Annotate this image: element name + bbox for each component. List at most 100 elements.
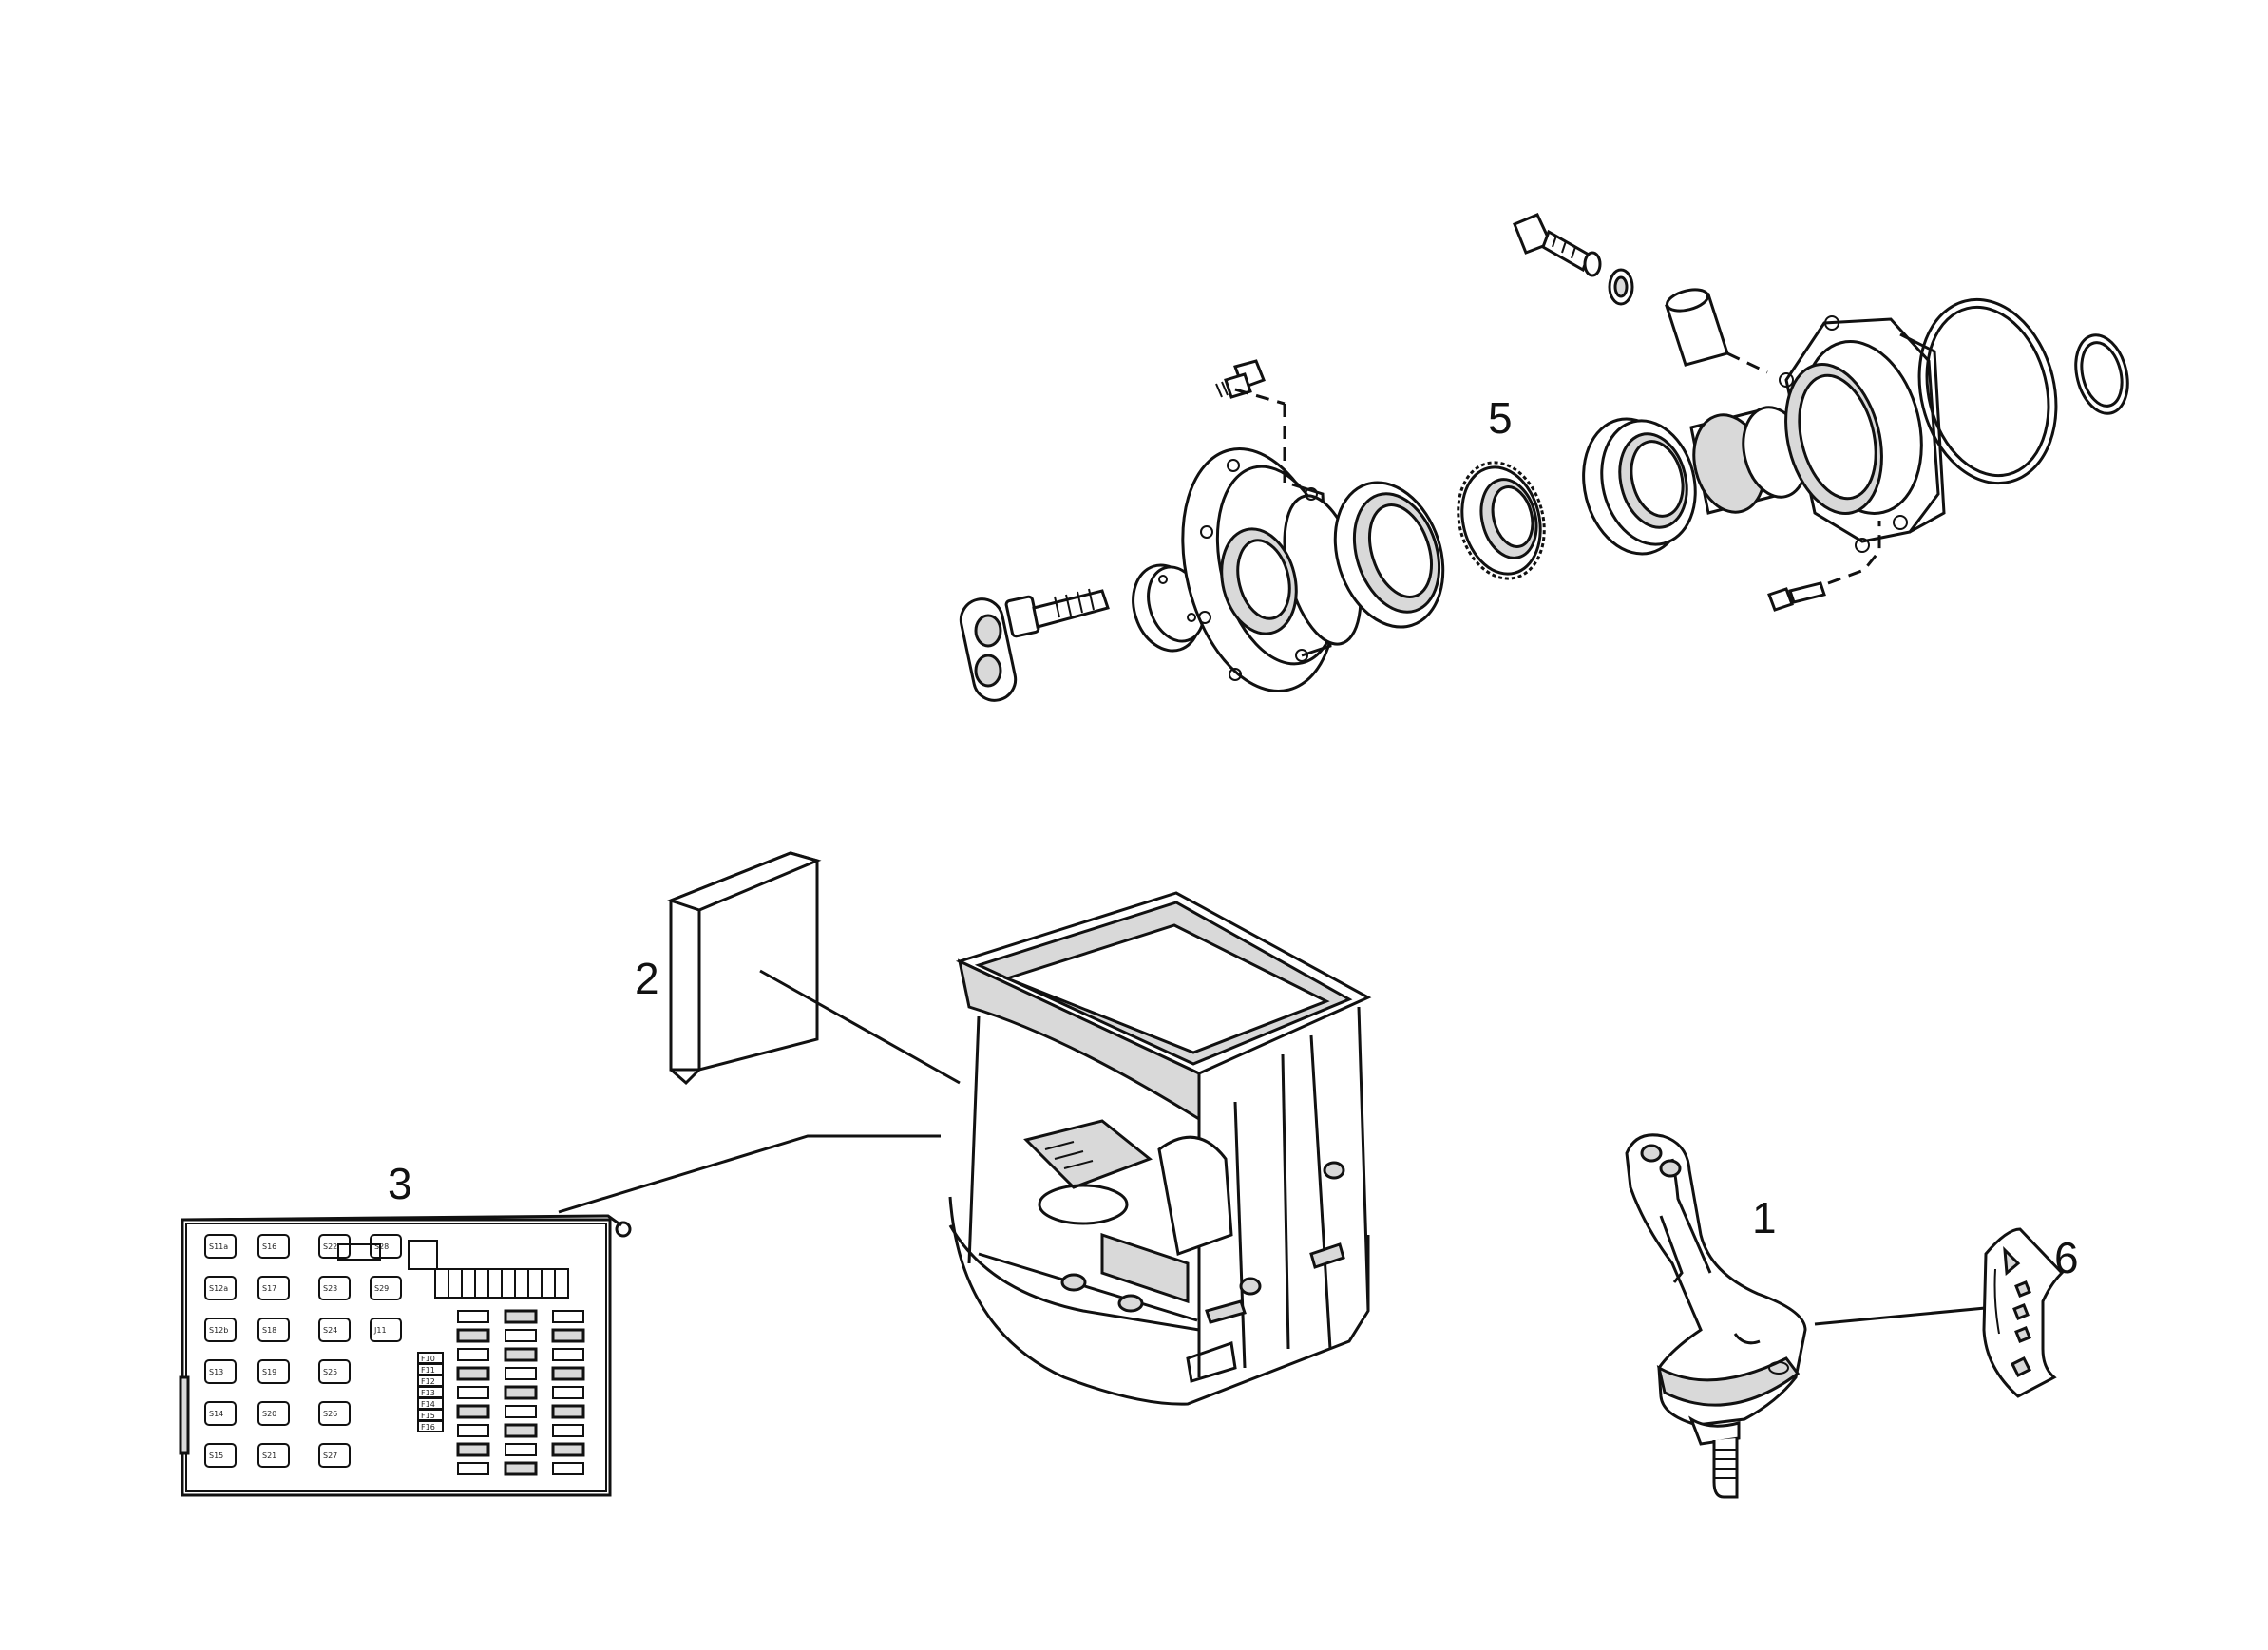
relay: S28 [370,1234,402,1259]
fuse-slot [552,1424,584,1437]
fuse-slot [505,1367,537,1380]
relay: S21 [257,1443,290,1468]
hub-assembly: 5 [959,213,2129,702]
relay-label: S14 [209,1410,223,1418]
fuse-slot [552,1348,584,1361]
fuse-slot [551,1366,585,1381]
cap-disk [1132,563,1206,653]
fuse-label: F15 [421,1412,435,1420]
fuse-slot [457,1348,489,1361]
fuse-slot [456,1366,490,1381]
fuse-strip [337,1240,569,1299]
bearing-race [1689,406,1808,515]
relay: S24 [318,1318,351,1342]
relay-label: S28 [374,1242,389,1251]
fuse-label: F13 [421,1389,435,1397]
fuse-slot [457,1310,489,1323]
relay-label: S22 [323,1242,337,1251]
relay-label: S27 [323,1451,337,1460]
control-decal: 6 [1982,1227,2079,1398]
fuse-slot [552,1386,584,1399]
relay-label: S21 [262,1451,276,1460]
fuse-slot [505,1443,537,1456]
relay: S18 [257,1318,290,1342]
long-bolt [1004,588,1110,638]
relay-label: S11a [209,1242,228,1251]
seal-ring [1333,481,1445,629]
fuse-slot [504,1385,538,1400]
fuse-slot [456,1328,490,1343]
relay-label: S23 [323,1284,337,1293]
large-o-ring [1917,297,2058,485]
relay: S12b [204,1318,237,1342]
relay: S11a [204,1234,237,1259]
small-o-ring [2074,333,2129,415]
relay: S19 [257,1359,290,1384]
relay-label: S15 [209,1451,223,1460]
relay: S14 [204,1401,237,1426]
relay-label: S18 [262,1326,276,1335]
sleeve [1665,288,1768,374]
housing-bolt [1767,521,1881,612]
fuse-slot [552,1462,584,1475]
flange-bolt [1215,359,1286,484]
fuse-slot [456,1442,490,1457]
circuit-board: 3 S11aS12aS12bS13S14S15S16S17S18S19S20S2… [179,1159,632,1497]
fuse-slot [457,1462,489,1475]
relay: S23 [318,1276,351,1300]
fuse-slot [551,1404,585,1419]
relay: S25 [318,1359,351,1384]
flange-hub [1181,447,1363,692]
fuse-slot [551,1328,585,1343]
relay-label: S13 [209,1368,223,1376]
relay: S17 [257,1276,290,1300]
fuse-slot [457,1424,489,1437]
relay-label: S12b [209,1326,228,1335]
fuse-slot [504,1347,538,1362]
relay-label: S26 [323,1410,337,1418]
speed-sensor [1513,213,1634,306]
operator-cab [948,891,1372,1406]
relay: S16 [257,1234,290,1259]
fuse-label: F11 [421,1366,435,1375]
relay: S26 [318,1401,351,1426]
fuse-block [456,1309,585,1476]
relay-label: S16 [262,1242,276,1251]
board-leader [558,1134,941,1214]
joystick: 1 [1625,1133,1996,1499]
callout-2: 2 [635,954,659,1003]
callout-3: 3 [388,1159,412,1208]
relay-label: S19 [262,1368,276,1376]
callout-1: 1 [1752,1193,1777,1242]
relay: S29 [370,1276,402,1300]
fuse-label: F12 [421,1377,435,1386]
filter-panel: 2 [635,851,961,1086]
callout-6: 6 [2054,1233,2079,1282]
gear-housing [1779,315,1946,553]
fuse-slot [504,1423,538,1438]
fuse-slot [504,1309,538,1324]
relay-label: S20 [262,1410,276,1418]
relay-label: S25 [323,1368,337,1376]
toothed-ring [1457,461,1546,580]
fuse-slot [505,1405,537,1418]
fuse-label-box [417,1420,444,1432]
fuse-label: F10 [421,1355,435,1363]
relay: S13 [204,1359,237,1384]
fuse-slot [504,1461,538,1476]
gasket-plate [959,597,1018,702]
relay: J11 [370,1318,402,1342]
relay: S20 [257,1401,290,1426]
fuse-slot [457,1386,489,1399]
relay-label: J11 [373,1326,387,1335]
fuse-slot [456,1404,490,1419]
roller-bearing [1582,417,1697,556]
relay: S27 [318,1443,351,1468]
relay-label: S12a [209,1284,228,1293]
relay: S15 [204,1443,237,1468]
fuse-slot [552,1310,584,1323]
relay: S22 [318,1234,351,1259]
